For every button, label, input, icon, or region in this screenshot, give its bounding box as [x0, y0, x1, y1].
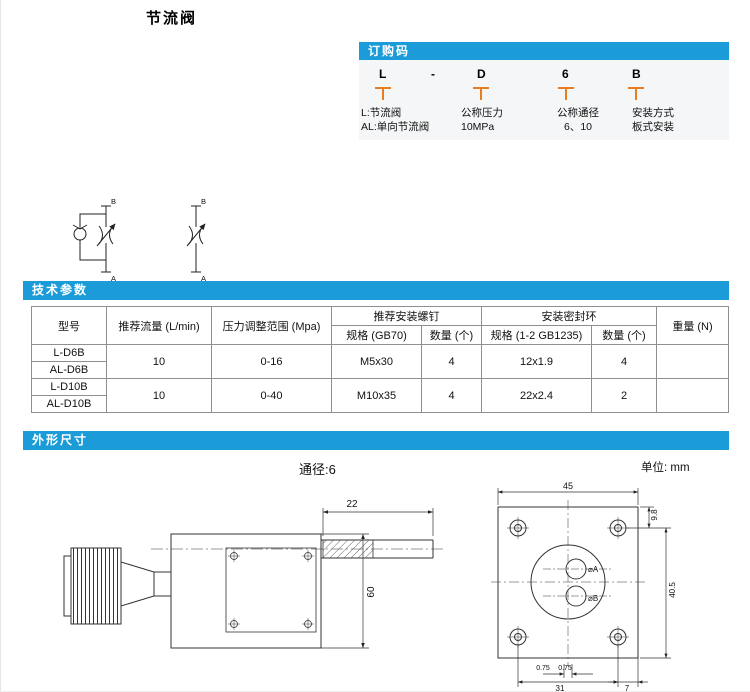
outline-header-bar: 外形尺寸 — [23, 431, 729, 450]
code-tick-mark — [628, 87, 644, 101]
knurled-knob — [70, 547, 122, 625]
cell-screw-spec: M5x30 — [331, 344, 422, 379]
order-group-bore: 公称通径 6、10 — [542, 106, 614, 134]
cell-weight — [656, 344, 729, 379]
mounting-holes — [230, 552, 312, 628]
dim-label-length: 22 — [346, 499, 358, 510]
order-group-valve-type: L:节流阀 AL:单向节流阀 — [361, 106, 429, 134]
hydraulic-symbols: B A B A — [72, 197, 206, 283]
col-header-weight: 重量 (N) — [656, 306, 729, 345]
port-label-a: A — [111, 274, 116, 283]
col-header-flow: 推荐流量 (L/min) — [106, 306, 212, 345]
valve-body-outline — [63, 533, 444, 649]
knob-taper — [120, 561, 155, 607]
dim-label-width: 45 — [563, 481, 573, 491]
cell-model: AL-D10B — [31, 395, 107, 413]
group-line: 公称通径 — [557, 107, 599, 119]
cell-screw-qty: 4 — [421, 344, 482, 379]
dim-label-span: 31 — [556, 684, 565, 692]
group-line: 公称压力 — [461, 107, 503, 119]
order-code-separator: - — [431, 67, 435, 81]
order-code-letter-size: 6 — [562, 67, 569, 81]
order-code-letter-l: L — [379, 67, 387, 81]
table-row: L-D10B 10 0-40 M10x35 4 22x2.4 2 — [31, 378, 729, 413]
table-row: AL-D6B — [31, 361, 729, 379]
cell-flow: 10 — [106, 344, 212, 379]
symbol-one-way-throttle-valve — [72, 205, 116, 273]
code-tick-mark — [558, 87, 574, 101]
col-header-screw-qty: 数量 (个) — [421, 325, 482, 345]
dim-label-edge: 7 — [625, 684, 630, 692]
col-header-seal-spec: 规格 (1-2 GB1235) — [481, 325, 592, 345]
valve-body — [170, 533, 322, 649]
order-group-mounting: 安装方式 板式安装 — [611, 106, 695, 134]
col-header-pressure: 压力调整范围 (Mpa) — [211, 306, 332, 345]
col-header-seal-group: 安装密封环 — [481, 306, 657, 326]
port-label-b: B — [111, 197, 116, 206]
order-group-pressure: 公称压力 10MPa — [461, 106, 503, 134]
dim-label-offset-1: 0.75 — [536, 665, 550, 672]
dim-label-height: 40.5 — [668, 582, 677, 598]
group-line: 6、10 — [563, 121, 593, 133]
mounting-face — [225, 547, 317, 633]
group-line: 安装方式 — [632, 107, 674, 119]
order-code-letter-d: D — [477, 67, 486, 81]
hole-center-marks — [228, 550, 314, 630]
table-row: L-D6B 10 0-16 M5x30 4 12x1.9 4 — [31, 344, 729, 379]
dim-label-offset-2: 0.75 — [558, 665, 572, 672]
valve-side-view-drawing: 22 60 — [63, 499, 444, 649]
cell-screw-qty: 4 — [421, 378, 482, 413]
page-title: 节流阀 — [146, 10, 198, 27]
unit-label: 单位: mm — [641, 462, 690, 474]
tech-params-header-bar: 技术参数 — [23, 281, 729, 300]
port-label-b: B — [201, 197, 206, 206]
port-label-a: ⌀A — [588, 565, 599, 574]
order-code-header-bar: 订购码 — [359, 42, 729, 60]
group-line: 板式安装 — [632, 121, 674, 133]
stem — [153, 571, 172, 597]
table-row: AL-D10B — [31, 395, 729, 413]
symbol-throttle-valve — [186, 205, 206, 273]
tech-params-table: 型号 推荐流量 (L/min) 压力调整范围 (Mpa) 推荐安装螺钉 安装密封… — [31, 306, 729, 413]
cell-seal-spec: 22x2.4 — [481, 378, 592, 413]
cell-seal-qty: 2 — [591, 378, 657, 413]
center-lines — [491, 500, 645, 666]
group-line: L:节流阀 — [361, 107, 402, 119]
cell-pressure: 0-16 — [211, 344, 332, 379]
front-view-dimension-lines — [497, 488, 671, 687]
group-line: AL:单向节流阀 — [361, 121, 430, 133]
order-code-panel: L - D 6 B L:节流阀 AL:单向节流阀 公称压力 10MPa 公称通径… — [359, 60, 729, 140]
cell-model: L-D6B — [31, 344, 107, 362]
cell-weight — [656, 378, 729, 413]
cell-screw-spec: M10x35 — [331, 378, 422, 413]
side-view-dimension-lines — [321, 508, 434, 649]
code-tick-mark — [473, 87, 489, 101]
bore-size-label: 通径:6 — [299, 462, 336, 477]
knob-cap — [63, 555, 72, 617]
port-label-b: ⌀B — [588, 594, 598, 603]
col-header-seal-qty: 数量 (个) — [591, 325, 657, 345]
code-tick-mark — [375, 87, 391, 101]
cell-model: AL-D6B — [31, 361, 107, 379]
cell-pressure: 0-40 — [211, 378, 332, 413]
cell-flow: 10 — [106, 378, 212, 413]
cell-seal-qty: 4 — [591, 344, 657, 379]
col-header-screw-group: 推荐安装螺钉 — [331, 306, 482, 326]
dim-label-top-offset: 9.8 — [650, 509, 659, 521]
order-code-letter-b: B — [632, 67, 641, 81]
dim-label-height: 60 — [366, 586, 377, 598]
flange-front-view-drawing: 45 9.8 40.5 0.75 0.75 31 7 ⌀A ⌀B — [491, 481, 677, 692]
cell-model: L-D10B — [31, 378, 107, 396]
group-line: 10MPa — [461, 121, 495, 133]
cell-seal-spec: 12x1.9 — [481, 344, 592, 379]
col-header-model: 型号 — [31, 306, 107, 345]
port-label-a: A — [201, 274, 206, 283]
col-header-screw-spec: 规格 (GB70) — [331, 325, 422, 345]
